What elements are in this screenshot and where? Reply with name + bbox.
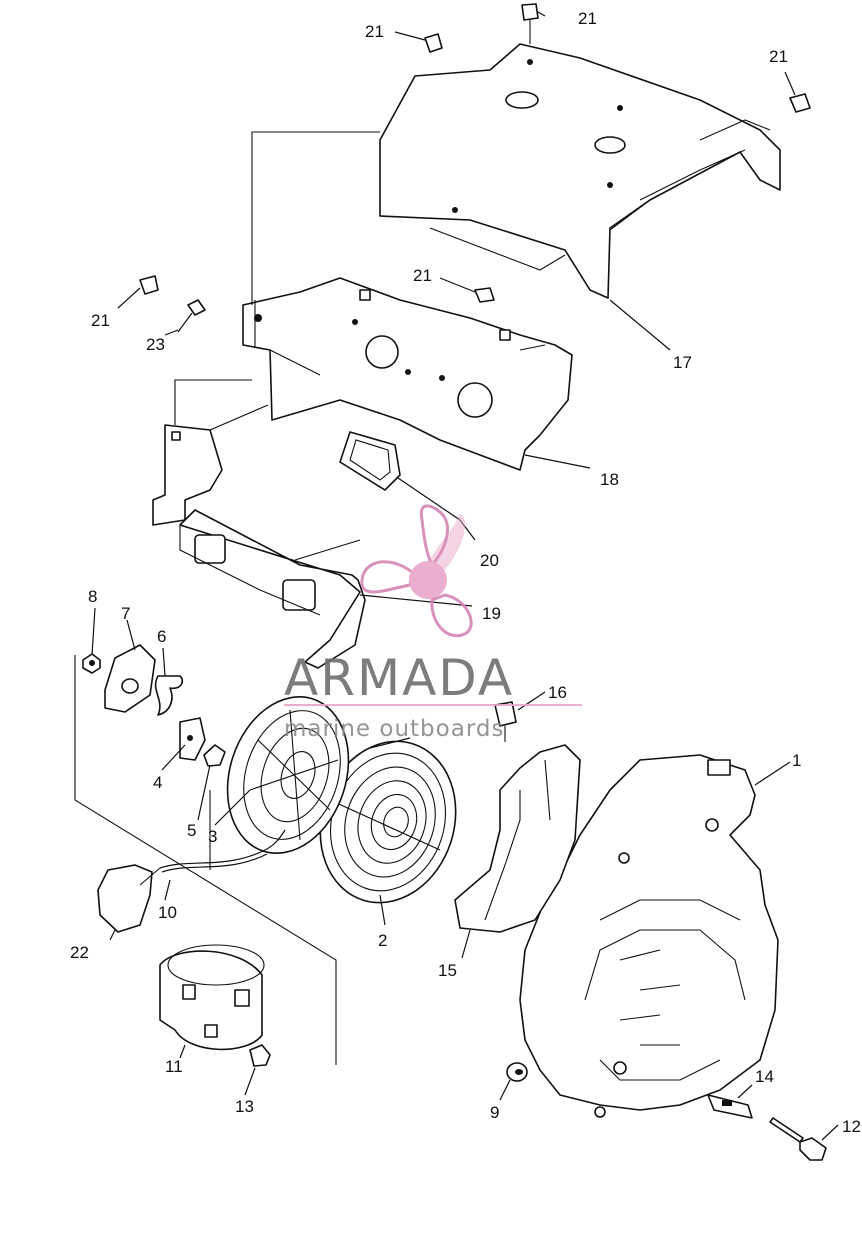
- callout-4: 4: [153, 773, 162, 792]
- callout-17: 17: [673, 353, 692, 372]
- assembly-guide-lines: [74, 131, 380, 1065]
- part-17-top-bracket: [379, 43, 781, 299]
- part-12-bolt: [769, 1117, 827, 1161]
- part-20-gasket: [339, 431, 401, 491]
- callout-7: 7: [121, 604, 130, 623]
- callout-14: 14: [755, 1067, 774, 1086]
- callout-5: 5: [187, 821, 196, 840]
- callout-6: 6: [157, 627, 166, 646]
- propeller-logo-icon: [360, 504, 473, 638]
- callout-labels: 21 21 21 21 21 23 17 18 20 19 8 7 6 4 5 …: [70, 9, 861, 1136]
- callout-21: 21: [365, 22, 384, 41]
- callout-21: 21: [91, 311, 110, 330]
- part-13-bolt: [249, 1044, 271, 1067]
- callout-11: 11: [165, 1057, 183, 1076]
- callout-1: 1: [792, 751, 801, 770]
- part-22-starter-handle: [97, 864, 161, 933]
- armada-brand-name: ARMADA: [284, 649, 514, 707]
- part-18-middle-bracket: [242, 277, 573, 471]
- part-1-fan-housing: [519, 754, 779, 1118]
- part-7-ratchet-plate: [104, 644, 156, 713]
- leader-lines: [91, 11, 839, 1141]
- callout-9: 9: [490, 1103, 499, 1122]
- callout-21: 21: [413, 266, 432, 285]
- part-11-starter-cup: [159, 944, 265, 1051]
- callout-10: 10: [158, 903, 177, 922]
- part-15-side-shroud: [454, 744, 581, 933]
- callout-21: 21: [578, 9, 597, 28]
- part-16-bolt: [494, 701, 517, 742]
- callout-19: 19: [482, 604, 501, 623]
- callout-3: 3: [208, 827, 217, 846]
- part-8-nut: [82, 653, 101, 674]
- callout-12: 12: [842, 1117, 861, 1136]
- part-9-grommet: [506, 1062, 528, 1082]
- callout-2: 2: [378, 931, 387, 950]
- callout-22: 22: [70, 943, 89, 962]
- part-10-starter-rope: [159, 829, 286, 873]
- part-6-spring-clip: [154, 675, 184, 716]
- callout-16: 16: [548, 683, 567, 702]
- armada-tagline: marine outboards: [284, 716, 504, 742]
- part-23-screw: [177, 299, 206, 333]
- part-19-lower-bracket: [152, 404, 366, 669]
- callout-18: 18: [600, 470, 619, 489]
- part-14-clip: [707, 1094, 753, 1119]
- part-4-pawl: [179, 717, 206, 761]
- callout-20: 20: [480, 551, 499, 570]
- callout-21: 21: [769, 47, 788, 66]
- callout-13: 13: [235, 1097, 254, 1116]
- callout-15: 15: [438, 961, 457, 980]
- part-5-pawl-spring: [203, 744, 226, 767]
- callout-8: 8: [88, 587, 97, 606]
- armada-watermark: ARMADA marine outboards: [284, 504, 582, 742]
- part-3-rewind-pulley: [226, 696, 350, 854]
- part-21-bolts: [139, 3, 811, 303]
- callout-23: 23: [146, 335, 165, 354]
